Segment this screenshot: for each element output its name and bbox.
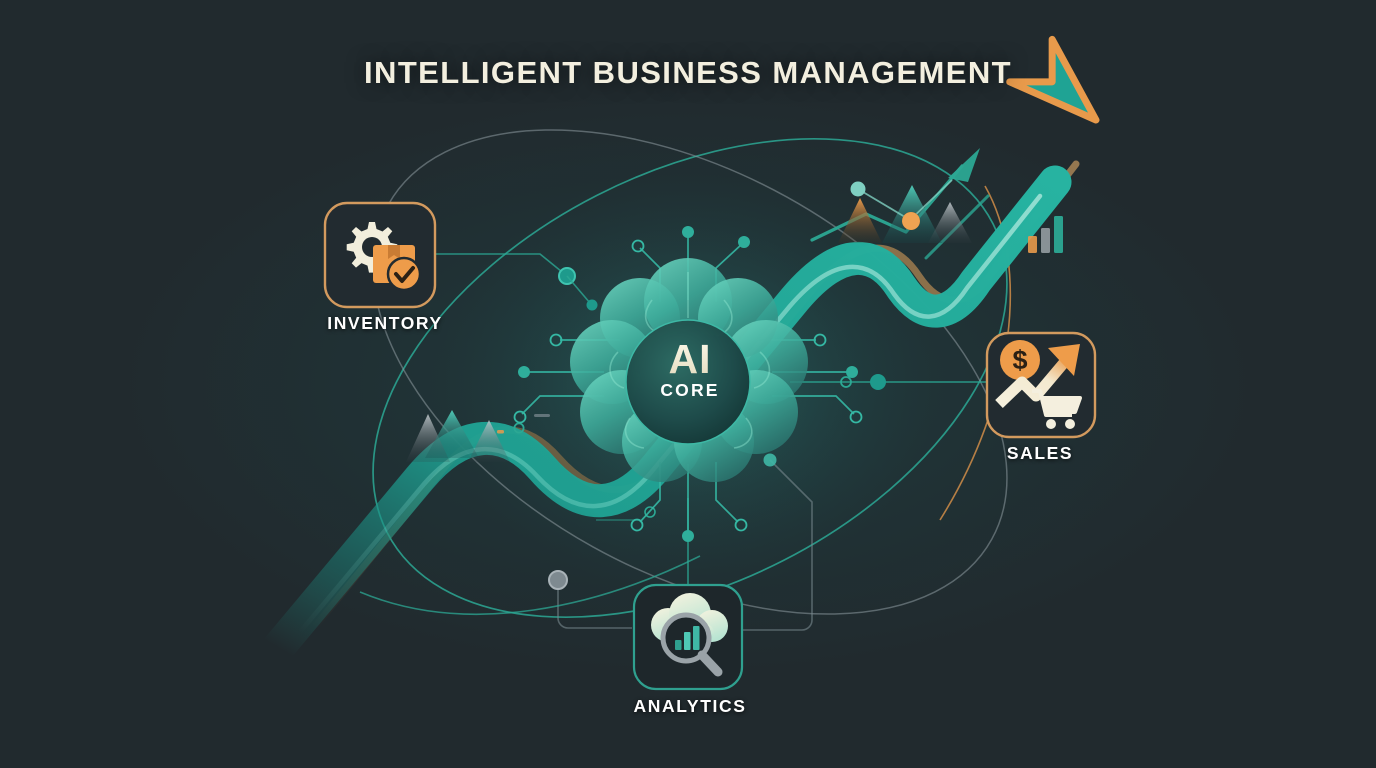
connector-node-gray [548,570,568,590]
node-sales[interactable]: $ [985,331,1097,439]
mountain-cluster-left [406,410,550,462]
data-point [850,181,866,197]
bar-chart-icon [675,626,700,650]
ai-core-node[interactable] [513,226,863,542]
node-inventory[interactable] [323,201,437,309]
dollar-coin-icon: $ [1000,340,1040,380]
arrow-head-icon [1006,35,1100,124]
core-disc [625,319,751,445]
shopping-cart-icon [1032,389,1082,429]
check-badge-icon [386,256,422,292]
mountain-cluster-right [838,179,972,243]
connector-inventory [436,253,568,277]
connector-network [359,253,990,631]
growth-arrow-icon [995,344,1080,408]
page-title: INTELLIGENT BUSINESS MANAGEMENT [364,55,1012,90]
svg-text:$: $ [1012,345,1027,375]
mountain-teal [425,410,479,458]
node-label-sales: SALES [1006,443,1074,463]
data-point-orange [902,212,920,230]
mountain-gray [468,420,510,462]
mini-bar-chart [1028,216,1063,253]
node-label-inventory: INVENTORY [327,313,443,333]
mountain-gray [928,202,972,243]
mountain-orange [838,198,882,243]
connector-node [870,374,886,390]
node-label-analytics: ANALYTICS [633,696,747,716]
node-analytics[interactable] [632,583,744,691]
circuit-trace-endpoints [513,226,863,542]
